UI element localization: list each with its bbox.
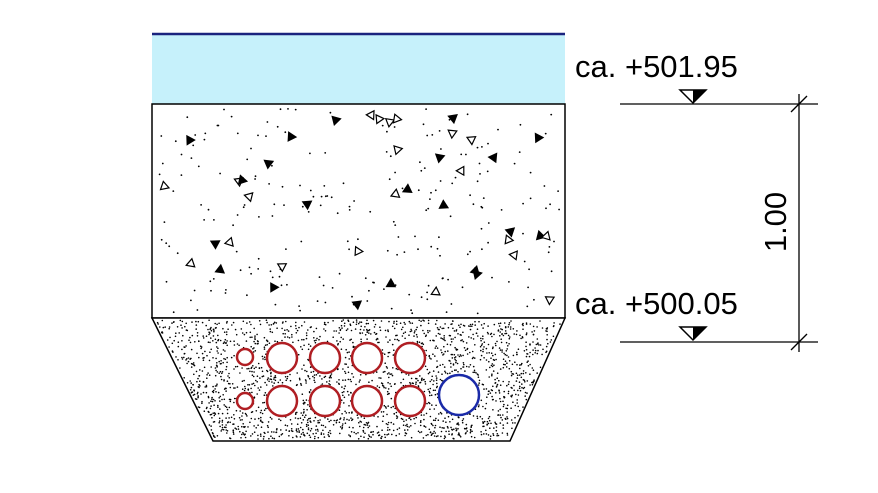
small-conduit [235,347,255,367]
medium-conduit [350,341,384,375]
level-label-bottom: ca. +500.05 [575,286,738,321]
level-triangle-bottom-fill [693,327,706,340]
dimension-tick-bottom [790,333,808,351]
medium-conduit [265,384,299,418]
small-conduit [235,391,255,411]
medium-conduit [265,341,299,375]
concrete-aggregate-texture [158,108,560,315]
medium-conduit [393,341,427,375]
concrete-layer [151,103,566,319]
medium-conduit [308,341,342,375]
dimension-label: 1.00 [758,192,793,252]
conduit-bundle [235,341,481,418]
large-conduit [437,373,481,417]
level-label-top: ca. +501.95 [575,49,738,84]
level-marker-bottom: ca. +500.05 [575,286,818,343]
height-dimension: 1.00 [758,94,808,352]
medium-conduit [393,384,427,418]
water-layer [152,34,565,104]
level-triangle-top-fill [693,90,706,103]
medium-conduit [350,384,384,418]
dimension-tick-top [790,95,808,113]
level-marker-top: ca. +501.95 [575,49,818,105]
medium-conduit [308,384,342,418]
